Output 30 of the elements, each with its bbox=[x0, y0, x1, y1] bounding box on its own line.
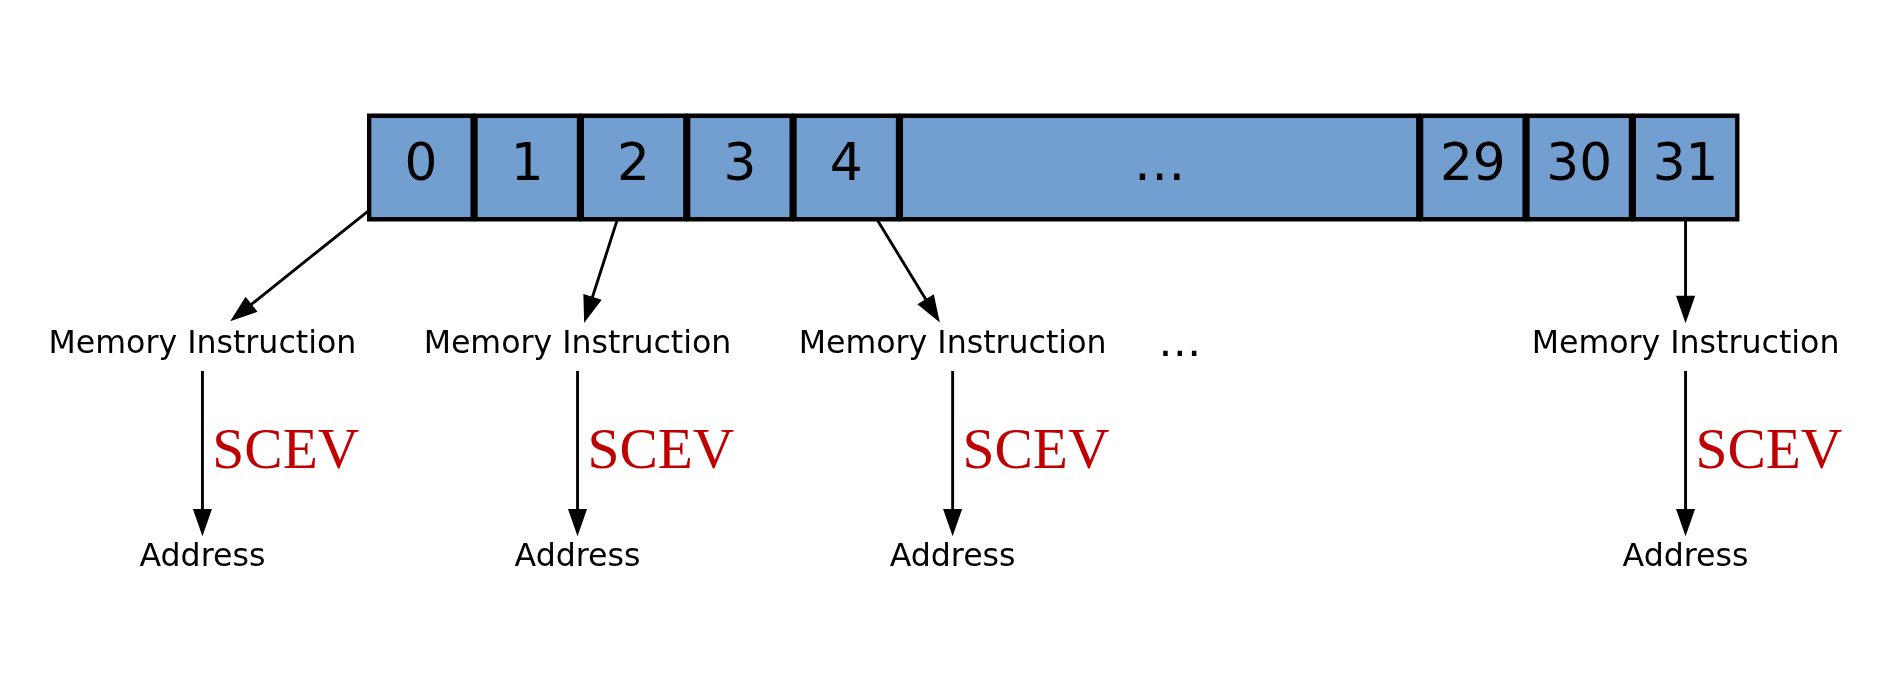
node-box: 2 bbox=[579, 113, 688, 221]
label: … bbox=[1158, 315, 1202, 366]
node-text: Memory Instruction bbox=[1531, 323, 1840, 360]
node-box: 31 bbox=[1631, 113, 1740, 221]
node-box: 3 bbox=[686, 113, 794, 221]
arrow bbox=[192, 370, 212, 536]
node-text: Memory Instruction bbox=[423, 323, 732, 360]
node-text: Memory Instruction bbox=[798, 323, 1107, 360]
node-text: Address bbox=[889, 536, 1016, 573]
node-box: 1 bbox=[473, 113, 582, 221]
node-box: 4 bbox=[792, 113, 901, 221]
edge-label: SCEV bbox=[1695, 416, 1843, 480]
node-box: 29 bbox=[1418, 113, 1527, 221]
edge-label: SCEV bbox=[587, 416, 735, 480]
edge-label: SCEV bbox=[212, 416, 360, 480]
arrow bbox=[230, 208, 370, 321]
node-box: 0 bbox=[367, 113, 475, 221]
arrow bbox=[875, 218, 940, 323]
node-text: Memory Instruction bbox=[48, 323, 357, 360]
arrow bbox=[1676, 218, 1696, 323]
node-text: Address bbox=[514, 536, 641, 573]
node-text: Address bbox=[139, 536, 266, 573]
node-text: Address bbox=[1622, 536, 1749, 573]
arrow bbox=[943, 370, 963, 536]
arrow bbox=[1676, 370, 1696, 536]
arrow bbox=[583, 218, 619, 323]
arrow bbox=[567, 370, 588, 536]
node-box: … bbox=[898, 113, 1421, 221]
edge-label: SCEV bbox=[962, 416, 1110, 480]
node-box: 30 bbox=[1525, 113, 1634, 221]
